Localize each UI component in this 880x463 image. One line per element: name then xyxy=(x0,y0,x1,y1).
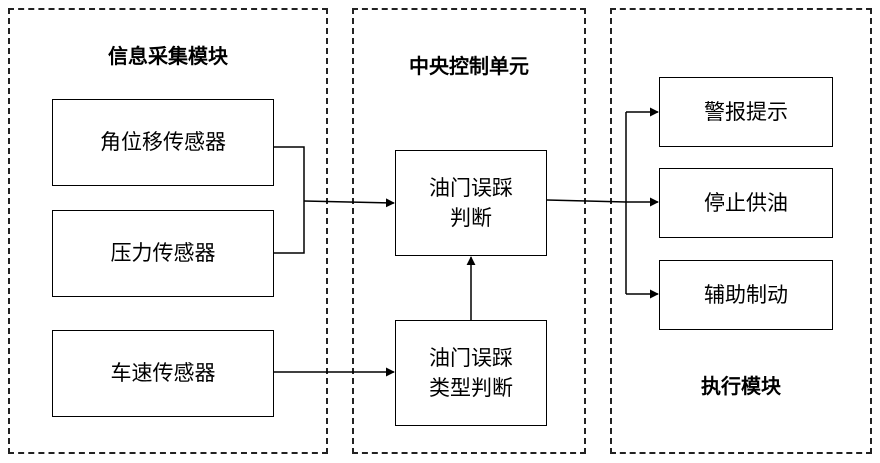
misstep-to-bus-line xyxy=(547,200,626,202)
angle-sensor-connector xyxy=(274,147,304,201)
pressure-sensor-connector xyxy=(274,201,304,253)
sensors-to-misstep-arrow xyxy=(304,201,394,203)
